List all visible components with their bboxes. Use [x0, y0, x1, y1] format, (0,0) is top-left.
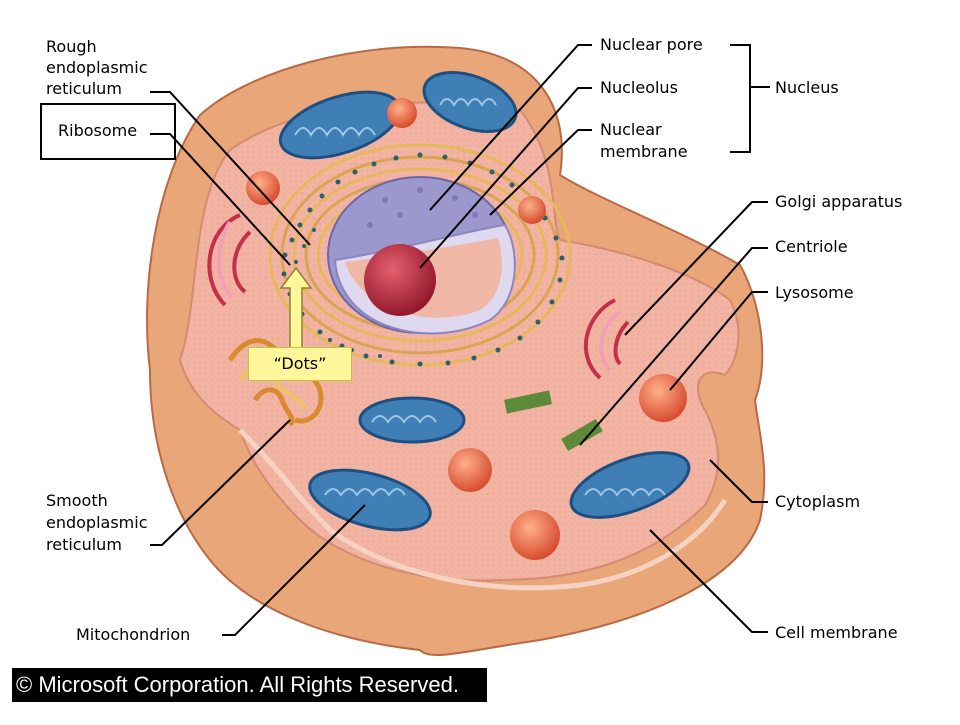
- dots-callout: “Dots”: [248, 347, 352, 381]
- label-nucleus: Nucleus: [775, 78, 839, 97]
- golgi-apparatus: [207, 213, 630, 380]
- cell-membrane-rim: [238, 428, 728, 591]
- label-ribosome: Ribosome: [58, 121, 137, 140]
- label-rough-er-3: reticulum: [46, 79, 122, 98]
- labels: Rough endoplasmic reticulum Ribosome Nuc…: [46, 35, 902, 644]
- label-nuclear-membrane-2: membrane: [600, 142, 688, 161]
- leader-lines: [150, 44, 770, 636]
- mitochondria: [278, 71, 691, 532]
- label-smooth-er-2: endoplasmic: [46, 513, 148, 532]
- centriole-shape: [504, 390, 603, 452]
- label-rough-er-2: endoplasmic: [46, 58, 148, 77]
- label-nuclear-membrane-1: Nuclear: [600, 120, 662, 139]
- label-smooth-er-3: reticulum: [46, 535, 122, 554]
- label-cytoplasm: Cytoplasm: [775, 492, 860, 511]
- copyright-notice: © Microsoft Corporation. All Rights Rese…: [12, 668, 487, 702]
- label-centriole: Centriole: [775, 237, 848, 256]
- label-smooth-er-1: Smooth: [46, 491, 108, 510]
- label-cell-membrane: Cell membrane: [775, 623, 898, 642]
- label-lysosome: Lysosome: [775, 283, 854, 302]
- label-mitochondrion: Mitochondrion: [76, 625, 190, 644]
- label-nuclear-pore: Nuclear pore: [600, 35, 703, 54]
- label-nucleolus: Nucleolus: [600, 78, 678, 97]
- nucleolus-shape: [364, 244, 436, 316]
- nucleus: [327, 176, 516, 335]
- label-golgi: Golgi apparatus: [775, 192, 902, 211]
- lysosomes: [246, 98, 687, 560]
- ribosome-highlight-box: [40, 103, 176, 160]
- label-rough-er-1: Rough: [46, 37, 97, 56]
